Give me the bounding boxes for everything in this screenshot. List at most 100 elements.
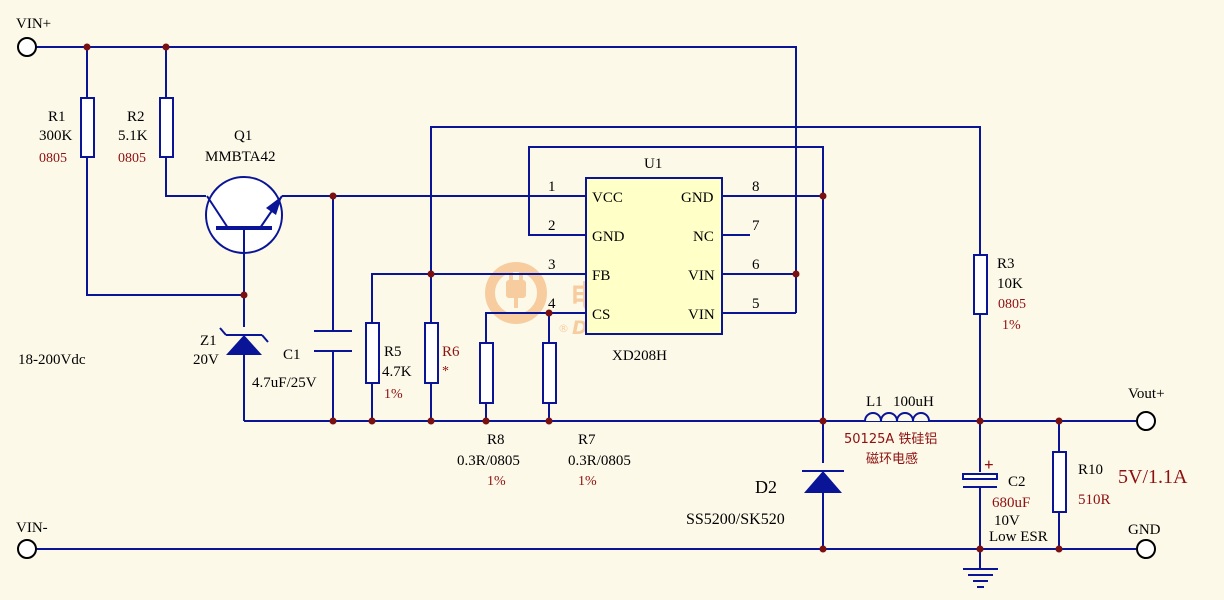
r5-tolerance: 1% bbox=[384, 387, 403, 402]
vin-plus-label: VIN+ bbox=[16, 16, 51, 32]
capacitor-c2: + C2 680uF 10V Low ESR bbox=[962, 455, 1048, 545]
junction-dot bbox=[819, 192, 827, 200]
junction-dot bbox=[976, 545, 984, 553]
terminal-circle-icon bbox=[1136, 539, 1156, 559]
zener-z1: Z1 20V bbox=[193, 327, 269, 368]
resistor-icon bbox=[973, 254, 988, 315]
transistor-q1: Q1 MMBTA42 bbox=[205, 128, 283, 254]
terminal-vin-minus: VIN- bbox=[16, 520, 48, 559]
r7-value: 0.3R/0805 bbox=[568, 453, 631, 469]
d2-part: SS5200/SK520 bbox=[686, 511, 785, 528]
c2-note: Low ESR bbox=[989, 529, 1048, 545]
resistor-r2: R2 5.1K 0805 bbox=[118, 97, 174, 166]
r3-package: 0805 bbox=[998, 297, 1026, 312]
junction-dot bbox=[976, 417, 984, 425]
junction-dot bbox=[792, 270, 800, 278]
r1-ref: R1 bbox=[48, 109, 66, 125]
r3-value: 10K bbox=[997, 276, 1023, 292]
polarized-capacitor-icon bbox=[962, 473, 998, 488]
c1-ref: C1 bbox=[283, 347, 301, 363]
resistor-icon bbox=[479, 342, 494, 404]
pin-name: GND bbox=[592, 229, 625, 245]
pin-name: GND bbox=[681, 190, 714, 206]
r3-ref: R3 bbox=[997, 256, 1015, 272]
terminal-circle-icon bbox=[17, 37, 37, 57]
junction-dot bbox=[819, 417, 827, 425]
terminal-circle-icon bbox=[17, 539, 37, 559]
q1-part: MMBTA42 bbox=[205, 149, 275, 165]
junction-dot bbox=[819, 545, 827, 553]
pin-number: 1 bbox=[548, 179, 556, 195]
r1-package: 0805 bbox=[39, 151, 67, 166]
l1-value: 100uH bbox=[893, 394, 934, 410]
r3-tolerance: 1% bbox=[1002, 318, 1021, 333]
c2-voltage: 10V bbox=[994, 513, 1020, 529]
resistor-icon bbox=[365, 322, 380, 384]
c2-value: 680uF bbox=[992, 495, 1030, 511]
inductor-l1: L1 100uH 50125A 铁硅铝 磁环电感 bbox=[844, 394, 946, 467]
terminal-gnd: GND bbox=[1128, 522, 1161, 559]
inductor-icon bbox=[848, 412, 946, 422]
r1-value: 300K bbox=[39, 128, 73, 144]
u1-part: XD208H bbox=[612, 348, 667, 364]
d2-ref: D2 bbox=[755, 477, 777, 497]
junction-dot bbox=[482, 417, 490, 425]
resistor-icon bbox=[1052, 451, 1067, 513]
resistor-r3: R3 10K 0805 1% bbox=[973, 254, 1026, 333]
r7-ref: R7 bbox=[578, 432, 596, 448]
l1-core-line2: 磁环电感 bbox=[866, 451, 918, 467]
resistor-r5: R5 4.7K 1% bbox=[365, 322, 412, 402]
junction-dot bbox=[545, 417, 553, 425]
r8-tolerance: 1% bbox=[487, 474, 506, 489]
q1-ref: Q1 bbox=[234, 128, 252, 144]
r5-value: 4.7K bbox=[382, 364, 412, 380]
resistor-r10: R10 510R bbox=[1052, 451, 1111, 513]
c2-polarity-mark: + bbox=[984, 455, 994, 474]
ground-symbol-icon bbox=[963, 568, 998, 588]
l1-ref: L1 bbox=[866, 394, 883, 410]
input-range-label: 18-200Vdc bbox=[18, 352, 86, 368]
pin-number: 5 bbox=[752, 296, 760, 312]
gnd-terminal-label: GND bbox=[1128, 522, 1161, 538]
z1-ref: Z1 bbox=[200, 333, 217, 349]
l1-core-line1: 50125A 铁硅铝 bbox=[844, 432, 937, 447]
c2-ref: C2 bbox=[1008, 474, 1026, 490]
junction-dot bbox=[427, 417, 435, 425]
junction-dot bbox=[83, 43, 91, 51]
r7-tolerance: 1% bbox=[578, 474, 597, 489]
ic-u1: U1 XD208H 1 VCC 2 GND 3 FB 4 CS 8 GND 7 … bbox=[548, 156, 760, 364]
pin-number: 6 bbox=[752, 257, 760, 273]
watermark-reg: ® bbox=[558, 322, 569, 335]
junction-dot bbox=[545, 309, 553, 317]
resistor-icon bbox=[159, 97, 174, 158]
junction-dot bbox=[427, 270, 435, 278]
resistor-r8: R8 0.3R/0805 1% bbox=[457, 342, 520, 489]
junction-dot bbox=[329, 192, 337, 200]
junction-dot bbox=[329, 417, 337, 425]
r2-value: 5.1K bbox=[118, 128, 148, 144]
resistor-icon bbox=[80, 97, 95, 158]
zener-diode-icon bbox=[219, 327, 269, 363]
pin-name: NC bbox=[693, 229, 714, 245]
junction-dot bbox=[162, 43, 170, 51]
r10-value: 510R bbox=[1078, 492, 1111, 508]
pin-number: 3 bbox=[548, 257, 556, 273]
pin-name: VIN bbox=[688, 307, 715, 323]
r8-value: 0.3R/0805 bbox=[457, 453, 520, 469]
resistor-r7: R7 0.3R/0805 1% bbox=[542, 342, 631, 489]
resistor-r1: R1 300K 0805 bbox=[39, 97, 95, 166]
pin-number: 8 bbox=[752, 179, 760, 195]
u1-ref: U1 bbox=[644, 156, 662, 172]
junction-dot bbox=[1055, 545, 1063, 553]
r8-ref: R8 bbox=[487, 432, 505, 448]
r10-ref: R10 bbox=[1078, 462, 1103, 478]
r2-ref: R2 bbox=[127, 109, 145, 125]
junction-dot bbox=[368, 417, 376, 425]
capacitor-c1: C1 4.7uF/25V bbox=[252, 330, 352, 391]
r6-ref: R6 bbox=[442, 344, 460, 360]
vout-plus-label: Vout+ bbox=[1128, 386, 1165, 402]
terminal-vin-plus: VIN+ bbox=[16, 16, 51, 57]
pin-name: CS bbox=[592, 307, 610, 323]
junctions bbox=[83, 43, 1063, 553]
